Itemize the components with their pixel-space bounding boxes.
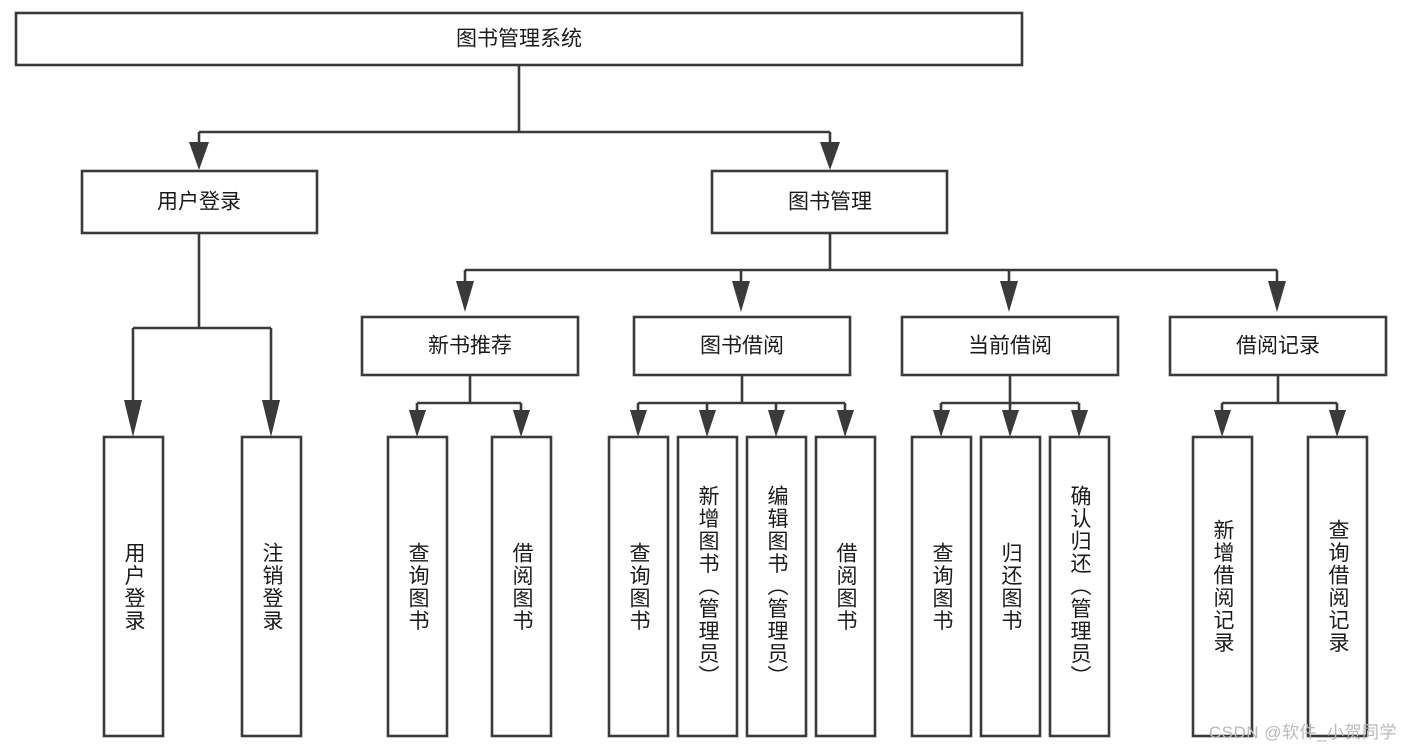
leaf-box-2[interactable] bbox=[240, 435, 303, 738]
node-user-login-label: 用户登录 bbox=[157, 191, 241, 214]
leaf-box-1[interactable] bbox=[102, 435, 165, 738]
leaf-box-5[interactable] bbox=[607, 435, 670, 738]
node-new-book-recommend-box[interactable] bbox=[360, 315, 580, 377]
connector-layer bbox=[124, 66, 1346, 437]
arrowhead-record bbox=[1268, 281, 1286, 312]
arrowhead-borrow bbox=[732, 281, 750, 312]
arrowhead-leaf-4 bbox=[513, 410, 530, 437]
node-current-borrow-box[interactable] bbox=[900, 315, 1120, 377]
leaf-box-12[interactable] bbox=[1191, 435, 1254, 738]
arrowhead-user-login bbox=[189, 142, 209, 170]
arrowhead-leaf-8 bbox=[837, 410, 854, 437]
arrowhead-current bbox=[1000, 281, 1018, 312]
node-root[interactable]: 图书管理系统 bbox=[14, 11, 1024, 67]
leaf-box-layer bbox=[102, 435, 1369, 738]
node-book-management-box[interactable] bbox=[710, 169, 949, 235]
node-book-management-label: 图书管理 bbox=[788, 191, 872, 214]
arrowhead-leaf-10 bbox=[1002, 410, 1019, 437]
node-new-book-recommend-label: 新书推荐 bbox=[428, 335, 512, 358]
node-current-borrow-label: 当前借阅 bbox=[968, 335, 1052, 358]
leaf-box-4[interactable] bbox=[490, 435, 553, 738]
arrowhead-leaf-6 bbox=[699, 410, 716, 437]
leaf-box-9[interactable] bbox=[910, 435, 973, 738]
leaf-box-3[interactable] bbox=[386, 435, 449, 738]
arrowhead-newbook bbox=[456, 281, 474, 312]
arrowhead-leaf-3 bbox=[409, 410, 426, 437]
arrowhead-book-manage bbox=[820, 142, 840, 170]
leaf-box-11[interactable] bbox=[1048, 435, 1111, 738]
leaf-box-8[interactable] bbox=[814, 435, 877, 738]
arrowhead-leaf-1 bbox=[124, 400, 142, 437]
leaf-box-6[interactable] bbox=[676, 435, 739, 738]
node-borrow-record[interactable]: 借阅记录 bbox=[1168, 315, 1388, 377]
node-book-borrow-box[interactable] bbox=[632, 315, 852, 377]
arrowhead-leaf-11 bbox=[1071, 410, 1088, 437]
node-user-login-box[interactable] bbox=[80, 169, 319, 235]
node-book-borrow-label: 图书借阅 bbox=[700, 335, 784, 358]
arrowhead-leaf-7 bbox=[768, 410, 785, 437]
arrowhead-leaf-5 bbox=[630, 410, 647, 437]
node-borrow-record-box[interactable] bbox=[1168, 315, 1388, 377]
csdn-watermark: CSDN @软件_小贺同学 bbox=[1208, 723, 1397, 742]
arrowhead-leaf-2 bbox=[262, 400, 280, 437]
node-new-book-recommend[interactable]: 新书推荐 bbox=[360, 315, 580, 377]
arrowhead-leaf-13 bbox=[1329, 410, 1346, 437]
leaf-box-10[interactable] bbox=[979, 435, 1042, 738]
node-book-borrow[interactable]: 图书借阅 bbox=[632, 315, 852, 377]
node-borrow-record-label: 借阅记录 bbox=[1236, 335, 1320, 358]
arrowhead-leaf-9 bbox=[933, 410, 950, 437]
node-root-label: 图书管理系统 bbox=[456, 28, 582, 51]
arrowhead-leaf-12 bbox=[1214, 410, 1231, 437]
node-root-box[interactable] bbox=[14, 11, 1024, 67]
node-book-management[interactable]: 图书管理 bbox=[710, 169, 949, 235]
node-current-borrow[interactable]: 当前借阅 bbox=[900, 315, 1120, 377]
leaf-box-13[interactable] bbox=[1306, 435, 1369, 738]
leaf-box-7[interactable] bbox=[745, 435, 808, 738]
node-user-login[interactable]: 用户登录 bbox=[80, 169, 319, 235]
